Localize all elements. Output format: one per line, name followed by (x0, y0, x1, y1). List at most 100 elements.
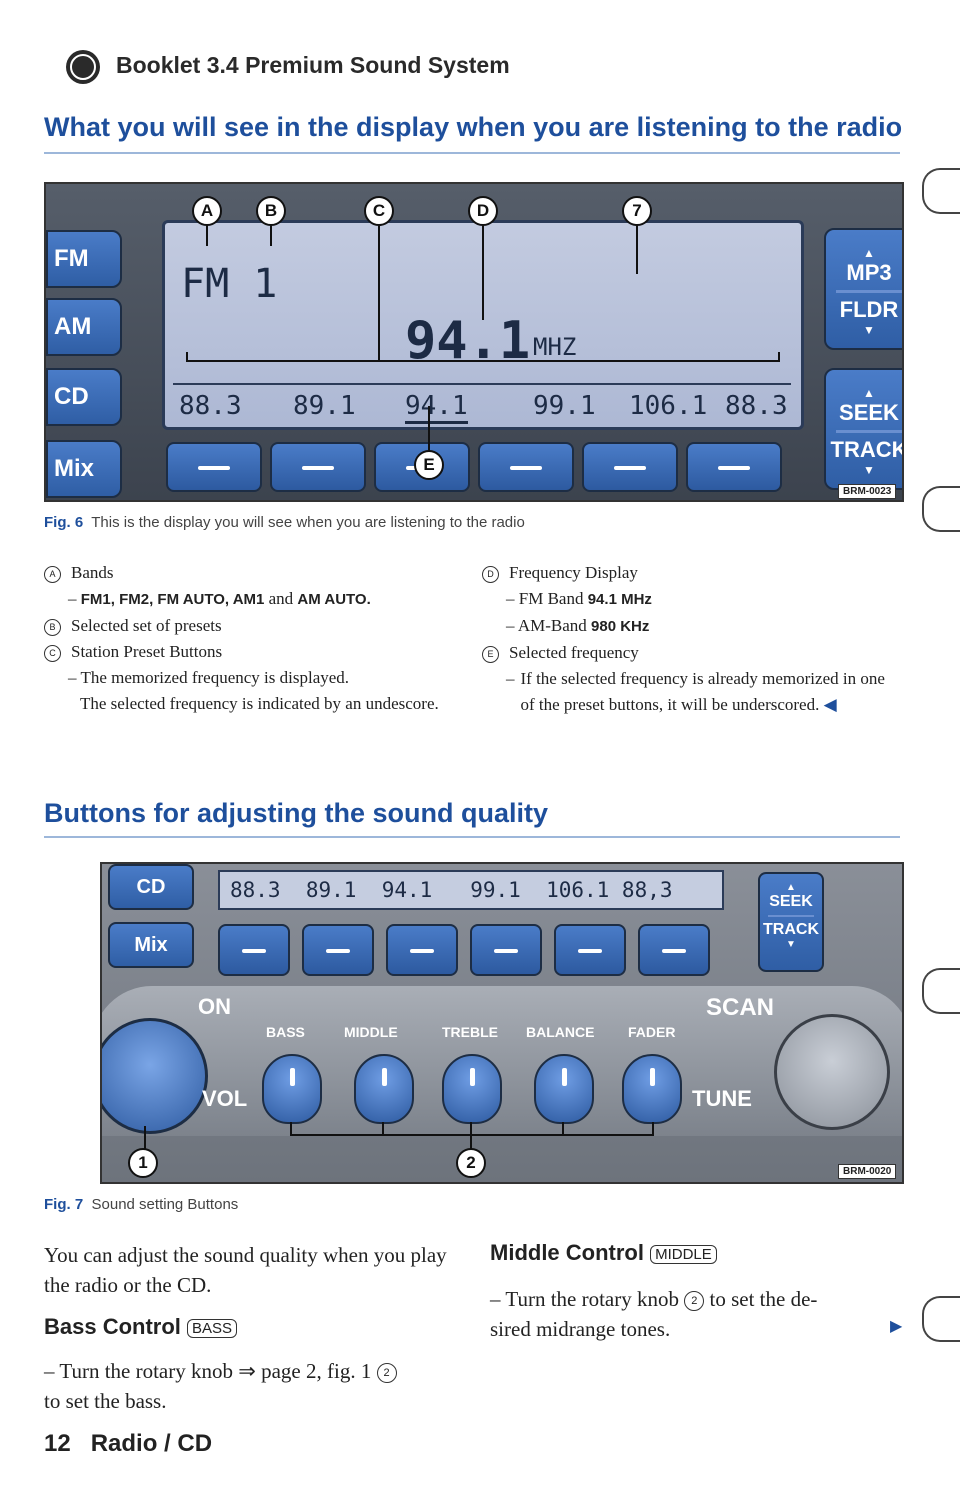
sound-buttons-figure: CD Mix 88.3 89.1 94.1 99.1 106.1 88,3 ▲ … (100, 862, 904, 1184)
preset-button-1 (166, 442, 262, 492)
fader-knob (622, 1054, 682, 1124)
middle-instruction: – Turn the rotary knob 2 to set the de- … (490, 1287, 818, 1341)
mix-button-2: Mix (108, 922, 194, 968)
am-button: AM (46, 298, 122, 356)
callout-line-c-right (778, 352, 780, 362)
bass-heading: Bass Control BASS (44, 1314, 238, 1340)
preset-button-5 (582, 442, 678, 492)
callout-line-e (428, 406, 430, 456)
middle-heading: Middle Control MIDDLE (490, 1240, 717, 1266)
callout-c: C (364, 196, 394, 226)
vol-label: VOL (202, 1086, 248, 1111)
lcd-divider (173, 383, 791, 385)
callout-line-7 (636, 212, 638, 274)
continue-arrow-icon: ▶ (890, 1318, 903, 1335)
fig7-caption: Fig. 7 Sound setting Buttons (44, 1196, 239, 1213)
callout-tick-fader (652, 1122, 654, 1136)
callout-7: 7 (622, 196, 652, 226)
callout-e: E (414, 450, 444, 480)
edge-tab-1 (922, 168, 960, 214)
page-footer: 12 Radio / CD (44, 1430, 213, 1457)
figure-code-2: BRM-0020 (838, 1164, 897, 1179)
preset-2-1 (218, 924, 290, 976)
marker-a: A (44, 565, 61, 583)
frequency-display: 94.1 (405, 311, 531, 371)
lcd-preset-3: 94.1 (405, 391, 468, 424)
preset-2-3 (386, 924, 458, 976)
frequency-unit: MHZ (533, 333, 577, 361)
volume-knob (102, 1018, 208, 1134)
callout-tick-balance (562, 1122, 564, 1136)
scan-label: SCAN (706, 994, 775, 1021)
band-display: FM 1 (181, 261, 278, 307)
treble-label: TREBLE (442, 1024, 498, 1040)
seek-track-button: ▲ SEEK TRACK ▼ (824, 368, 902, 490)
bass-instruction: – Turn the rotary knob ⇒ page 2, fig. 1 … (44, 1356, 464, 1416)
fader-label: FADER (628, 1024, 676, 1040)
vw-logo-icon (66, 50, 100, 84)
balance-label: BALANCE (526, 1024, 595, 1040)
callout-a: A (192, 196, 222, 226)
marker-e: E (482, 645, 499, 663)
tune-knob (774, 1014, 890, 1130)
preset-2-5 (554, 924, 626, 976)
middle-label: MIDDLE (344, 1024, 398, 1040)
callout-tick-middle (382, 1122, 384, 1136)
edge-tab-4 (922, 1296, 960, 1342)
callout-line-b (270, 212, 272, 246)
section-rule-2 (44, 836, 900, 838)
mp3-fldr-button: ▲ MP3 FLDR ▼ (824, 228, 902, 350)
callout-2: 2 (456, 1148, 486, 1178)
marker-d: D (482, 565, 499, 583)
callout-line-d (482, 212, 484, 320)
balance-knob (534, 1054, 594, 1124)
lcd-preset-1: 88.3 (179, 391, 242, 421)
marker-c: C (44, 644, 61, 662)
lcd-preset-4: 99.1 (533, 391, 596, 421)
treble-knob (442, 1054, 502, 1124)
callout-tick-treble (470, 1122, 472, 1154)
callout-d: D (468, 196, 498, 226)
bass-knob (262, 1054, 322, 1124)
control-bezel (102, 986, 902, 1136)
mix-button: Mix (46, 440, 122, 498)
preset-2-4 (470, 924, 542, 976)
preset-button-2 (270, 442, 366, 492)
callout-b: B (256, 196, 286, 226)
intro-paragraph: You can adjust the sound quality when yo… (44, 1243, 447, 1297)
booklet-title: Booklet 3.4 Premium Sound System (116, 52, 510, 78)
edge-tab-2 (922, 486, 960, 532)
middle-knob (354, 1054, 414, 1124)
seek-track-button-2: ▲ SEEK TRACK ▼ (758, 872, 824, 972)
on-label: ON (198, 994, 231, 1019)
callout-1: 1 (128, 1148, 158, 1178)
figure-code: BRM-0023 (838, 484, 897, 499)
lcd-preset-6: 88.3 (725, 391, 788, 421)
cd-button: CD (46, 368, 122, 426)
fm-button: FM (46, 230, 122, 288)
middle-tag: MIDDLE (650, 1244, 717, 1264)
edge-tab-3 (922, 968, 960, 1014)
fig6-caption: Fig. 6 This is the display you will see … (44, 514, 525, 531)
preset-2-6 (638, 924, 710, 976)
callout-line-c-left (186, 352, 188, 362)
radio-display-figure: FM AM CD Mix FM 1 94.1 MHZ 88.3 89.1 94.… (44, 182, 904, 502)
tune-label: TUNE (692, 1086, 752, 1111)
bass-tag: BASS (187, 1318, 238, 1338)
preset-button-4 (478, 442, 574, 492)
callout-line-c-horizontal (186, 360, 780, 362)
callout-line-a (206, 212, 208, 246)
section-title-display: What you will see in the display when yo… (44, 112, 903, 142)
callout-line-c (378, 212, 380, 362)
marker-b: B (44, 618, 61, 636)
callout-line-2 (290, 1134, 654, 1136)
sound-lcd: 88.3 89.1 94.1 99.1 106.1 88,3 (218, 870, 724, 910)
preset-button-6 (686, 442, 782, 492)
lcd-preset-5: 106.1 (629, 391, 708, 421)
cd-button-2: CD (108, 864, 194, 910)
bass-label: BASS (266, 1024, 305, 1040)
lcd-preset-2: 89.1 (293, 391, 356, 421)
section-rule (44, 152, 900, 154)
